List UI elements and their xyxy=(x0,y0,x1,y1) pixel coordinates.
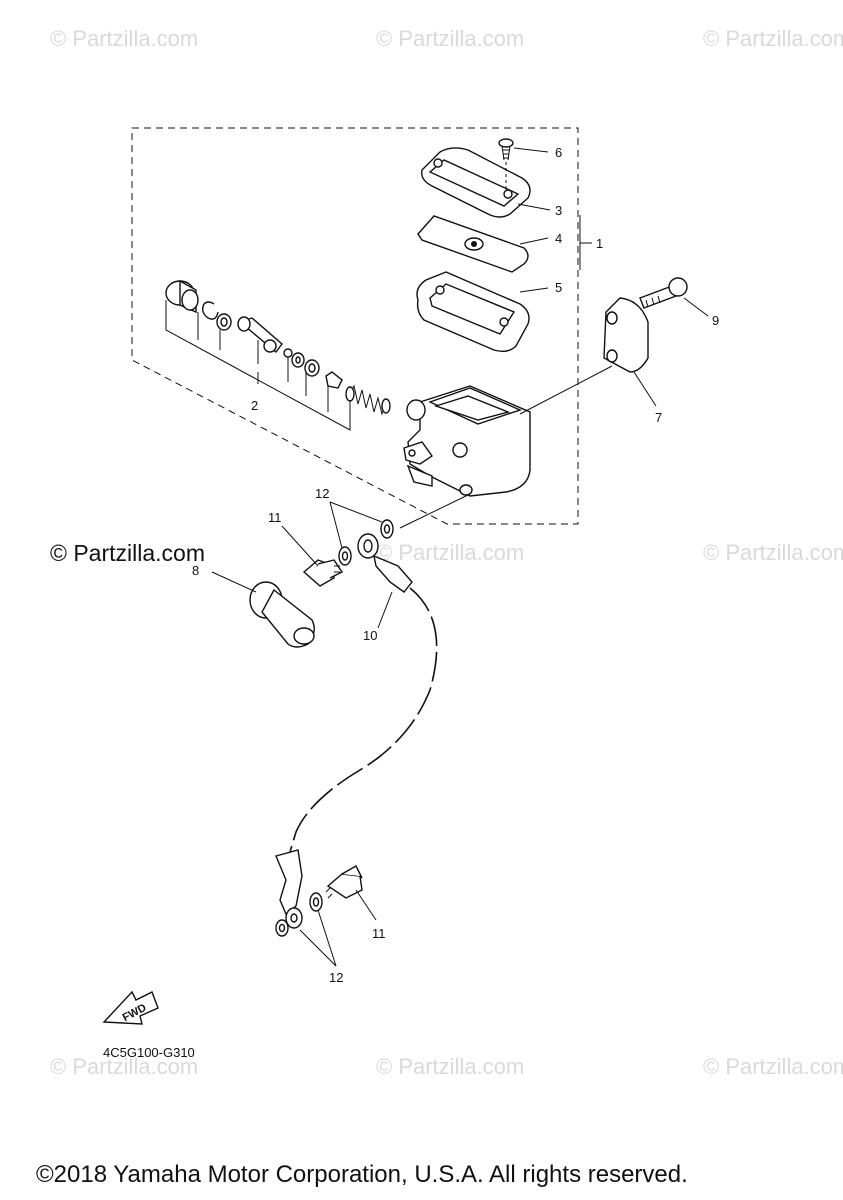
diaphragm xyxy=(416,271,530,353)
forward-arrow-icon: FWD xyxy=(102,990,159,1025)
leader-clamp xyxy=(519,365,613,415)
piston-kit xyxy=(165,279,343,389)
leader-3 xyxy=(517,203,551,211)
diaphragm-plate xyxy=(417,215,529,273)
callout-11-lower: 11 xyxy=(372,926,386,941)
leader-banjo xyxy=(399,493,471,529)
cap-screw xyxy=(498,138,514,190)
callout-9: 9 xyxy=(712,313,719,328)
leader-5 xyxy=(519,287,549,293)
washers-upper xyxy=(338,519,394,566)
brake-hose xyxy=(289,587,438,853)
callout-11-upper: 11 xyxy=(268,510,282,525)
leader-12-lower xyxy=(299,909,337,967)
watermark-mid-left: © Partzilla.com xyxy=(50,540,205,566)
washers-lower xyxy=(275,892,323,937)
callout-3: 3 xyxy=(555,203,562,218)
watermark-top-center: © Partzilla.com xyxy=(376,26,525,51)
callout-1: 1 xyxy=(596,236,603,251)
callout-4: 4 xyxy=(555,231,562,246)
callout-2: 2 xyxy=(251,398,258,413)
callout-8: 8 xyxy=(192,563,199,578)
callout-7: 7 xyxy=(655,410,662,425)
leader-11-lower xyxy=(355,889,377,921)
return-spring xyxy=(345,384,391,416)
callout-12-upper: 12 xyxy=(315,486,329,501)
diagram-code: 4C5G100-G310 xyxy=(103,1045,195,1060)
banjo-fitting-lower xyxy=(275,849,303,929)
watermark-mid-right: © Partzilla.com xyxy=(703,540,843,565)
banjo-bolt-lower xyxy=(325,865,363,899)
callout-6: 6 xyxy=(555,145,562,160)
leader-12-upper xyxy=(329,501,383,549)
leader-9 xyxy=(683,297,709,317)
banjo-fitting-upper xyxy=(357,533,413,593)
callout-5: 5 xyxy=(555,280,562,295)
watermark-top-left: © Partzilla.com xyxy=(50,26,199,51)
master-cylinder-body xyxy=(403,385,531,497)
watermark-bottom-left: © Partzilla.com xyxy=(50,1054,199,1079)
clamp-bolt xyxy=(639,277,688,309)
bracket-1 xyxy=(579,215,592,270)
watermark-bottom-center: © Partzilla.com xyxy=(376,1054,525,1079)
callout-12-lower: 12 xyxy=(329,970,343,985)
watermark-top-right: © Partzilla.com xyxy=(703,26,843,51)
leader-4 xyxy=(519,237,549,245)
clamp-holder xyxy=(603,297,649,373)
leader-11-upper xyxy=(281,525,319,567)
leader-8 xyxy=(211,571,257,593)
callout-10: 10 xyxy=(363,628,377,643)
leader-6 xyxy=(513,147,549,153)
leader-7 xyxy=(633,371,657,407)
watermark-mid-center: © Partzilla.com xyxy=(376,540,525,565)
watermark-bottom-right: © Partzilla.com xyxy=(703,1054,843,1079)
banjo-bolt-upper xyxy=(302,559,344,587)
copyright-notice: ©2018 Yamaha Motor Corporation, U.S.A. A… xyxy=(36,1161,688,1188)
reservoir-cap xyxy=(421,147,531,218)
protector-boot xyxy=(249,581,315,648)
